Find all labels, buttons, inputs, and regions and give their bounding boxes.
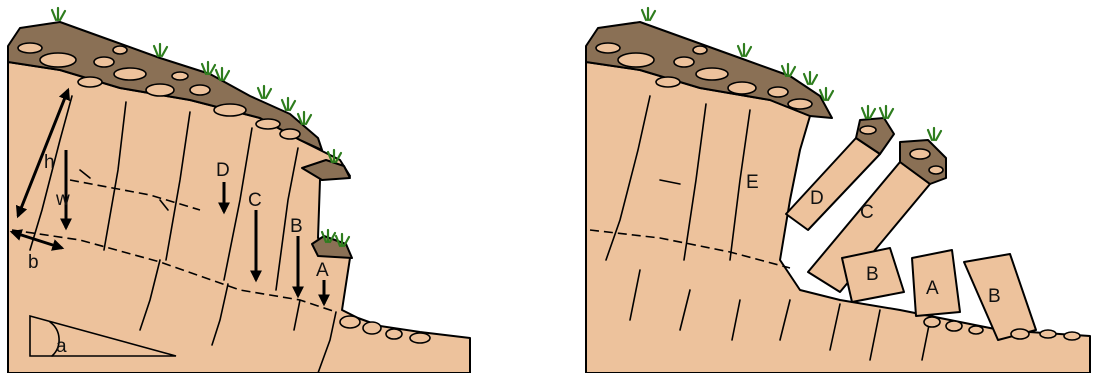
label-right-A: A bbox=[926, 278, 939, 299]
label-left-A: A bbox=[316, 260, 329, 281]
label-left-D: D bbox=[216, 160, 230, 181]
label-left-B: B bbox=[290, 216, 303, 237]
label-h: h bbox=[44, 152, 55, 173]
label-w: w bbox=[55, 189, 70, 210]
label-right-E: E bbox=[746, 172, 759, 193]
label-left-C: C bbox=[248, 190, 262, 211]
label-right-B-1: B bbox=[866, 264, 879, 285]
label-right-D: D bbox=[810, 188, 824, 209]
label-a: a bbox=[56, 336, 67, 357]
label-right-C: C bbox=[860, 202, 874, 223]
label-b: b bbox=[28, 252, 39, 273]
label-right-B-2: B bbox=[988, 286, 1001, 307]
right-panel: E D C B A B bbox=[586, 8, 1090, 373]
left-panel: h w b a D C B A bbox=[8, 8, 470, 373]
